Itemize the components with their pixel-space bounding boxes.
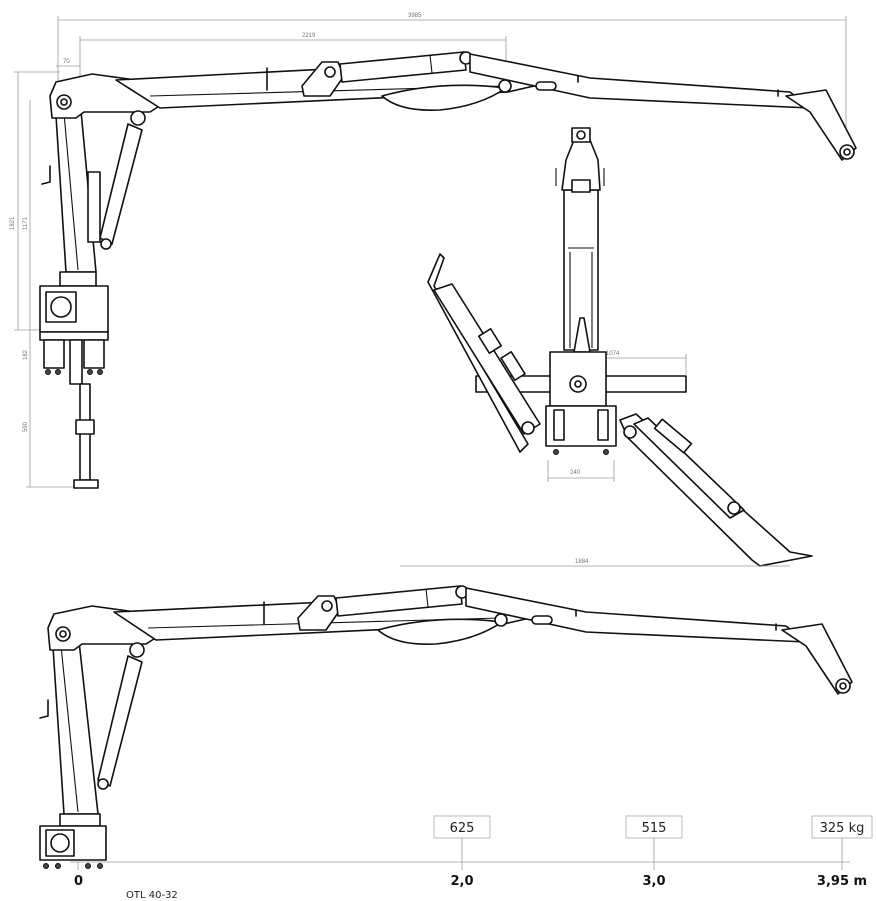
outrigger-arm-left	[427, 253, 529, 453]
capacity-chart: 0 625 2,0 515 3,0 325 kg 3,95 m OTL 40-3…	[70, 815, 873, 901]
model-label: OTL 40-32	[126, 890, 178, 901]
crane-side-view-top: 3985 2219 70 1821 1171 182 590	[10, 13, 857, 489]
dim-leg-height: 590	[23, 421, 29, 432]
linkage-plate-bottom	[377, 618, 503, 646]
crane-top-view: 1074 240 1884	[400, 127, 813, 567]
dim-offset-top: 70	[63, 59, 70, 65]
capacity-point-1: 625 2,0	[433, 815, 491, 889]
capacity-distance-label: 2,0	[450, 874, 473, 889]
dim-base-height: 182	[23, 349, 29, 360]
main-cylinder	[99, 110, 146, 250]
capacity-point-2: 515 3,0	[625, 815, 683, 889]
linkage-plate	[381, 84, 507, 112]
dim-second-boom: 2219	[302, 33, 316, 39]
crane-side-view-bottom	[39, 585, 853, 869]
support-foot	[73, 479, 99, 489]
extension-boom-bottom	[465, 587, 807, 643]
capacity-point-3: 325 kg 3,95 m	[811, 815, 873, 889]
main-cylinder-bottom	[97, 642, 145, 790]
dim-base-width: 240	[570, 470, 581, 476]
stabilizer-right	[83, 339, 105, 369]
second-cylinder	[339, 51, 473, 83]
slew-ring	[59, 271, 97, 287]
dim-leg-width: 1074	[606, 351, 620, 357]
dim-span-width: 1884	[575, 559, 589, 565]
capacity-distance-label: 3,0	[642, 874, 665, 889]
dim-height-total: 1821	[10, 216, 16, 230]
stabilizer-left	[43, 339, 65, 369]
capacity-load-label: 515	[642, 821, 667, 836]
hook	[41, 165, 51, 185]
hydraulic-block	[87, 171, 101, 243]
dim-total-reach: 3985	[408, 13, 422, 19]
capacity-distance-label: 3,95 m	[817, 874, 867, 889]
second-cylinder-bottom	[335, 585, 469, 617]
hook-bottom	[39, 699, 49, 719]
slew-ring-bottom	[59, 813, 101, 827]
capacity-load-label: 625	[450, 821, 475, 836]
dim-height-column: 1171	[23, 216, 29, 230]
axis-origin-label: 0	[74, 874, 83, 889]
extension-boom	[469, 53, 811, 109]
capacity-load-label: 325 kg	[820, 821, 865, 836]
